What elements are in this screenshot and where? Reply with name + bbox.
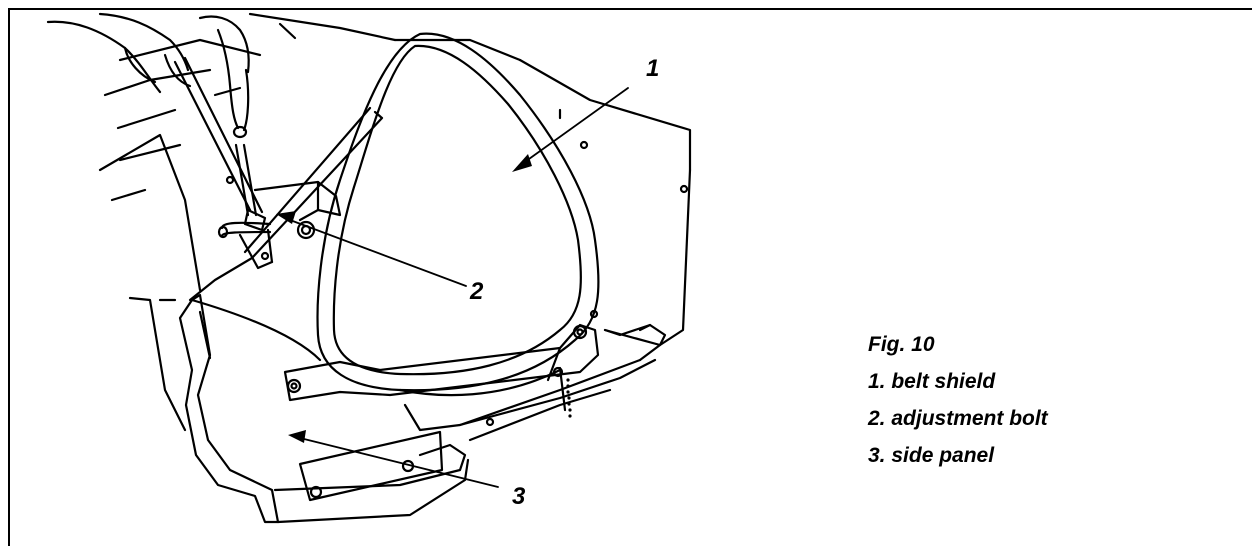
figure-frame [8, 8, 1252, 546]
gearbox-housing [518, 58, 692, 347]
lower-frame [403, 323, 667, 442]
adjustment-bracket [217, 175, 342, 270]
callout-2: 2 [470, 278, 484, 305]
legend-item-adjustment-bolt: 2. adjustment bolt [868, 407, 1048, 430]
belt-shield [316, 32, 600, 397]
dotted-seam [566, 378, 572, 418]
legend-item-side-panel: 3. side panel [868, 444, 995, 467]
legend-item-belt-shield: 1. belt shield [868, 370, 996, 393]
hands-with-wrench [46, 12, 267, 232]
callout-3: 3 [512, 483, 526, 510]
leader-arrows [289, 87, 629, 488]
arrow-heads [276, 154, 532, 443]
support-arm [283, 309, 600, 402]
figure-caption: Fig. 10 1. belt shield 2. adjustment bol… [868, 326, 1048, 474]
callout-1: 1 [646, 55, 660, 82]
diagonal-strut [188, 106, 384, 302]
figure-title: Fig. 10 [868, 333, 935, 356]
deck-housing [98, 12, 522, 432]
side-panel [178, 293, 470, 524]
